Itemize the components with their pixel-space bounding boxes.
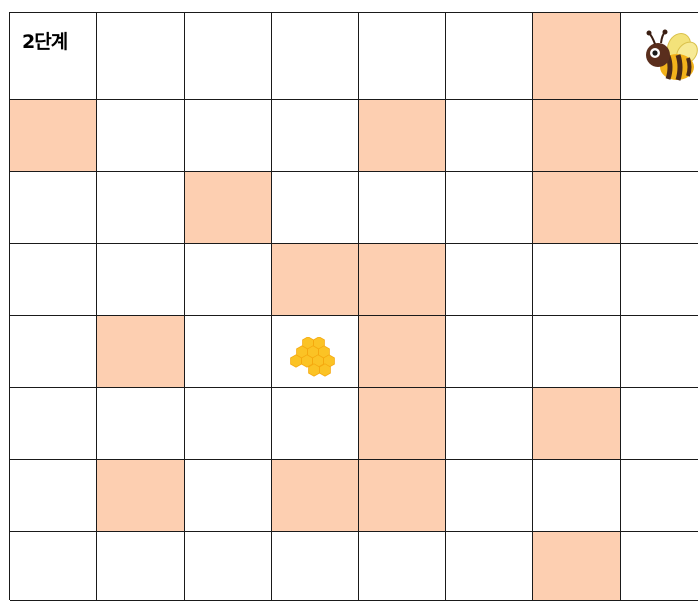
blocked-cell[interactable]	[97, 460, 185, 532]
blocked-cell[interactable]	[533, 100, 621, 172]
game-board: 2단계	[9, 12, 698, 600]
grid-cell[interactable]	[621, 532, 698, 601]
grid-cell[interactable]	[97, 13, 185, 100]
blocked-cell[interactable]	[533, 13, 621, 100]
grid-cell[interactable]	[621, 100, 698, 172]
blocked-cell[interactable]	[97, 316, 185, 388]
grid-cell[interactable]	[621, 172, 698, 244]
grid-cell[interactable]	[446, 532, 533, 601]
grid-cell[interactable]	[97, 532, 185, 601]
blocked-cell[interactable]	[533, 532, 621, 601]
grid-cell[interactable]	[272, 100, 359, 172]
grid-cell[interactable]	[185, 13, 272, 100]
grid-cell[interactable]	[272, 388, 359, 460]
blocked-cell[interactable]	[359, 460, 446, 532]
grid-cell[interactable]	[185, 532, 272, 601]
grid-cell[interactable]	[446, 388, 533, 460]
blocked-cell[interactable]	[185, 172, 272, 244]
blocked-cell[interactable]	[359, 100, 446, 172]
grid-cell[interactable]	[97, 388, 185, 460]
bee-icon[interactable]	[641, 27, 698, 93]
blocked-cell[interactable]	[272, 460, 359, 532]
blocked-cell[interactable]	[359, 316, 446, 388]
grid-cell[interactable]	[359, 13, 446, 100]
grid-cell[interactable]	[533, 460, 621, 532]
grid-cell[interactable]	[185, 460, 272, 532]
grid-cell[interactable]	[359, 172, 446, 244]
grid-cell[interactable]	[97, 100, 185, 172]
grid-cell[interactable]	[446, 100, 533, 172]
grid-cell[interactable]	[10, 460, 97, 532]
grid-cell[interactable]	[272, 172, 359, 244]
honeycomb-icon[interactable]	[288, 337, 338, 383]
blocked-cell[interactable]	[359, 244, 446, 316]
grid-cell[interactable]	[272, 532, 359, 601]
grid-cell[interactable]	[533, 316, 621, 388]
grid-cell[interactable]	[97, 172, 185, 244]
level-label: 2단계	[22, 27, 67, 54]
blocked-cell[interactable]	[359, 388, 446, 460]
grid-cell[interactable]	[10, 388, 97, 460]
grid-cell[interactable]	[97, 244, 185, 316]
grid-cell[interactable]	[533, 244, 621, 316]
grid-cell[interactable]	[446, 244, 533, 316]
grid-cell[interactable]	[185, 316, 272, 388]
grid-cell[interactable]	[10, 244, 97, 316]
blocked-cell[interactable]	[272, 244, 359, 316]
grid-cell[interactable]	[621, 244, 698, 316]
grid-cell[interactable]	[272, 13, 359, 100]
grid-cell[interactable]	[621, 388, 698, 460]
grid-cell[interactable]	[10, 172, 97, 244]
grid-cell[interactable]	[446, 460, 533, 532]
grid-cell[interactable]	[621, 460, 698, 532]
grid-cell[interactable]	[621, 316, 698, 388]
grid-cell[interactable]	[359, 532, 446, 601]
grid-cell[interactable]	[446, 316, 533, 388]
grid-cell[interactable]	[446, 172, 533, 244]
grid-cell[interactable]	[185, 388, 272, 460]
grid-cell[interactable]	[446, 13, 533, 100]
blocked-cell[interactable]	[533, 388, 621, 460]
blocked-cell[interactable]	[533, 172, 621, 244]
grid-cell[interactable]	[185, 244, 272, 316]
grid-cell[interactable]	[10, 316, 97, 388]
blocked-cell[interactable]	[10, 100, 97, 172]
grid-cell[interactable]	[10, 532, 97, 601]
grid-cell[interactable]	[185, 100, 272, 172]
